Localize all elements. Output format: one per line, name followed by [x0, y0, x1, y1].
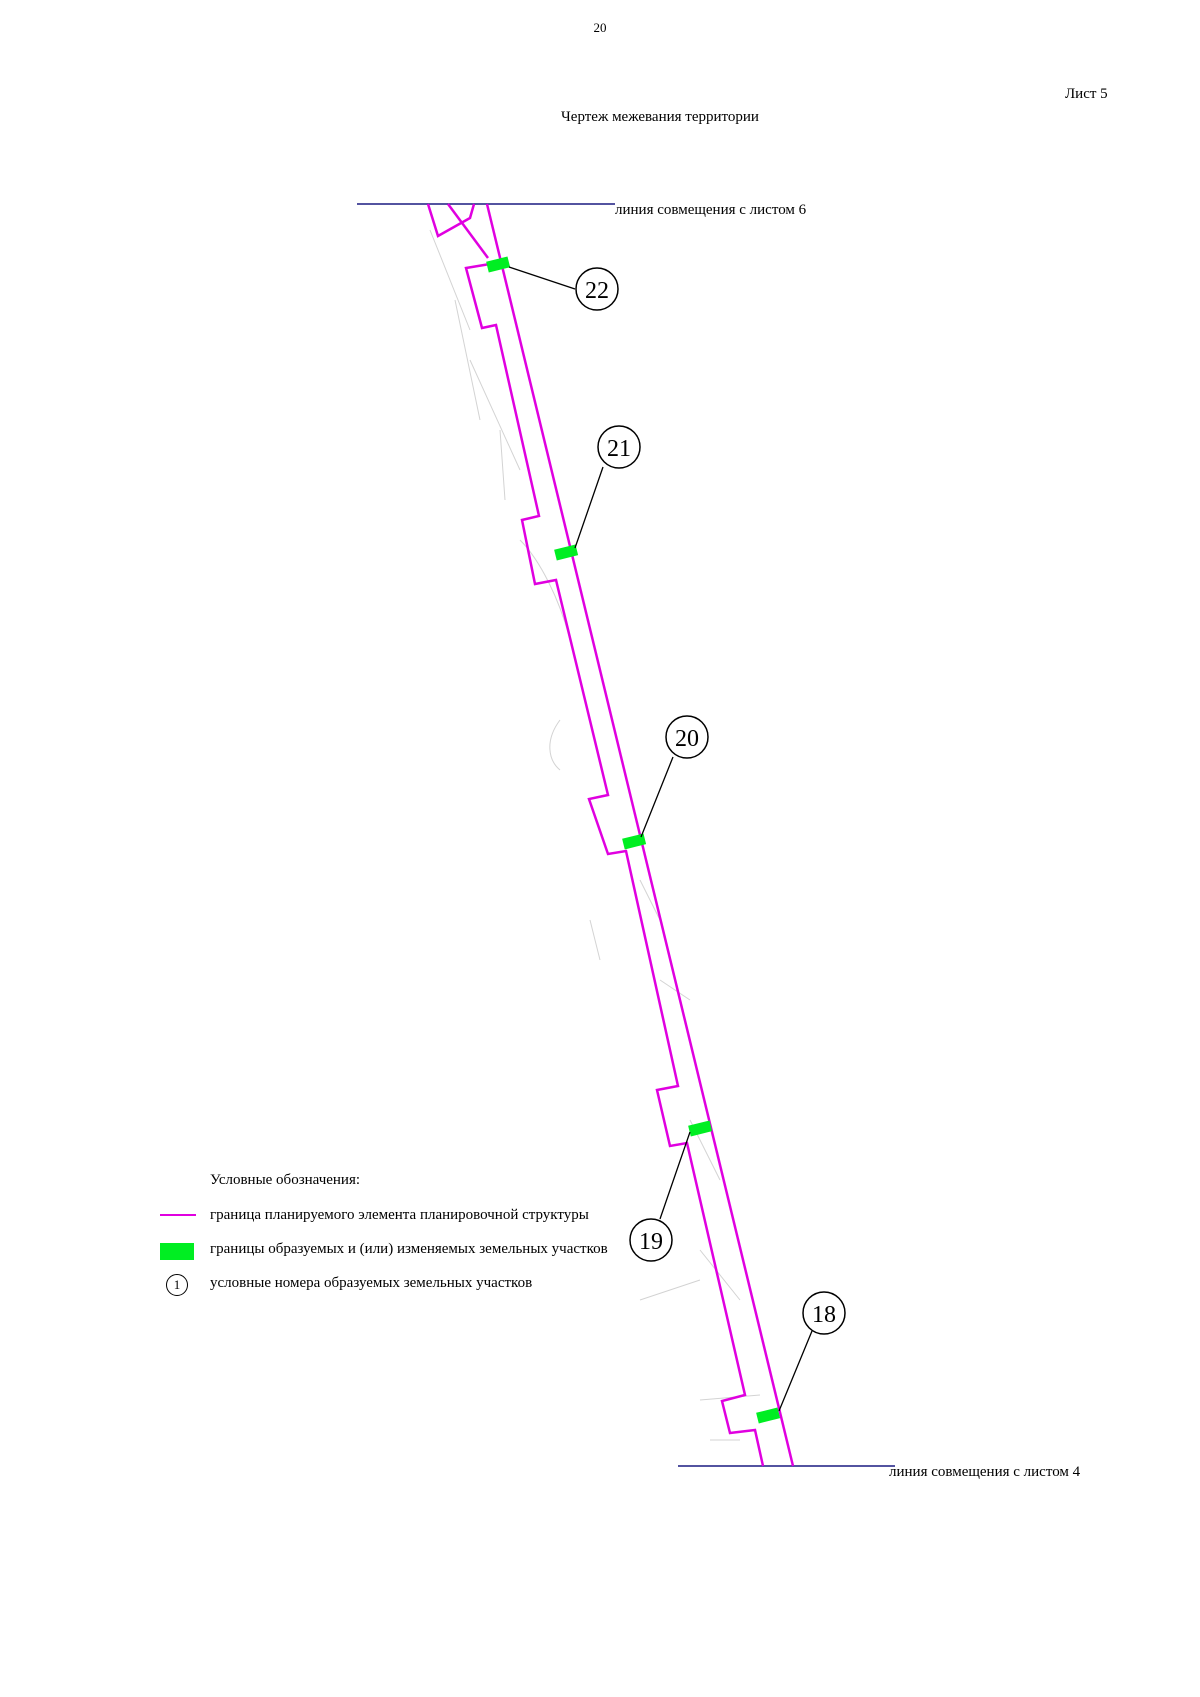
match-label-bottom: линия совмещения с листом 4 — [889, 1464, 1081, 1480]
plot-label-18: 18 — [802, 1291, 846, 1335]
plot-marker-20 — [622, 833, 647, 850]
plot-labels: 22 21 20 19 18 — [575, 267, 846, 1335]
plot-marker-18 — [756, 1407, 781, 1424]
magenta-line-icon — [160, 1207, 210, 1225]
plot-number-18: 18 — [812, 1302, 836, 1328]
match-label-top: линия совмещения с листом 6 — [615, 202, 807, 218]
legend-title: Условные обозначения: — [210, 1172, 361, 1188]
plot-label-21: 21 — [597, 425, 641, 469]
survey-background — [429, 229, 761, 1441]
legend: Условные обозначения: граница планируемо… — [160, 1172, 620, 1309]
plot-markers — [486, 256, 781, 1424]
sheet-label: Лист 5 — [1065, 86, 1108, 102]
legend-sample-number: 1 — [166, 1274, 188, 1296]
plot-number-19: 19 — [639, 1229, 663, 1255]
circle-number-icon: 1 — [160, 1274, 210, 1296]
plot-label-19: 19 — [629, 1218, 673, 1262]
plot-marker-19 — [688, 1120, 713, 1137]
plot-label-22: 22 — [575, 267, 619, 311]
legend-text-numbers: условные номера образуемых земельных уча… — [210, 1275, 533, 1291]
legend-text-boundary: граница планируемого элемента планировоч… — [210, 1207, 589, 1223]
plot-number-21: 21 — [607, 436, 631, 462]
plot-label-20: 20 — [665, 715, 709, 759]
legend-item-numbers: 1 условные номера образуемых земельных у… — [160, 1274, 620, 1296]
legend-text-plots: границы образуемых и (или) изменяемых зе… — [210, 1241, 608, 1257]
legend-item-plots: границы образуемых и (или) изменяемых зе… — [160, 1241, 620, 1260]
page-number: 20 — [593, 20, 607, 35]
drawing-title: Чертеж межевания территории — [561, 109, 759, 125]
legend-item-boundary: граница планируемого элемента планировоч… — [160, 1207, 620, 1225]
plot-marker-22 — [486, 256, 511, 273]
leader-lines — [508, 266, 813, 1412]
plot-number-22: 22 — [585, 278, 609, 304]
plot-marker-21 — [554, 544, 579, 561]
plot-number-20: 20 — [675, 726, 699, 752]
green-rect-icon — [160, 1241, 210, 1260]
